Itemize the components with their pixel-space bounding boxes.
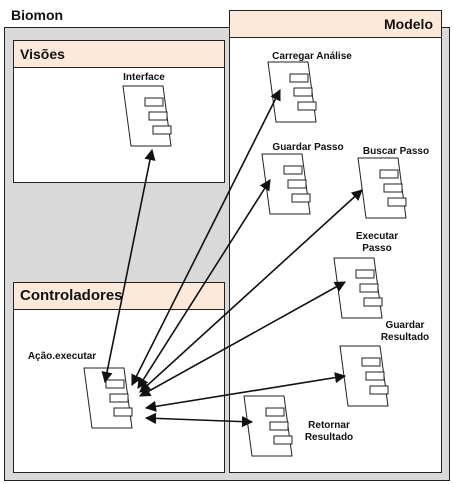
arrow-acao-guardar-resultado: [144, 372, 347, 412]
interface-label: Interface: [123, 72, 165, 83]
buscar-passo-label: Buscar Passo: [362, 146, 430, 157]
executar-passo-component: [333, 257, 383, 319]
interface-component: [122, 85, 172, 147]
controllers-package-title: Controladores: [20, 287, 123, 304]
acao-executar-label: Ação.executar: [27, 351, 97, 362]
guardar-passo-label: Guardar Passo: [272, 142, 344, 153]
executar-passo-label: Executar Passo: [355, 231, 399, 254]
buscar-passo-component: [357, 157, 407, 219]
views-package-title: Visões: [20, 46, 65, 62]
model-package-header: Modelo: [230, 11, 441, 38]
acao-executar-component: [83, 367, 133, 429]
guardar-resultado-label: Guardar Resultado: [380, 320, 430, 343]
guardar-passo-component: [261, 153, 311, 215]
views-package-header: Visões: [14, 41, 224, 68]
arrow-acao-retornar-resultado: [144, 412, 254, 428]
carregar-analise-label: Carregar Análise: [272, 51, 352, 62]
guardar-resultado-component: [339, 345, 389, 407]
system-title: Biomon: [11, 7, 64, 23]
retornar-resultado-label: Retornar Resultado: [304, 420, 354, 443]
carregar-analise-component: [267, 61, 317, 123]
arrow-acao-guardar-passo: [137, 179, 271, 389]
retornar-resultado-component: [243, 395, 293, 457]
model-package-title: Modelo: [384, 16, 433, 32]
arrow-acao-interface: [101, 148, 156, 384]
